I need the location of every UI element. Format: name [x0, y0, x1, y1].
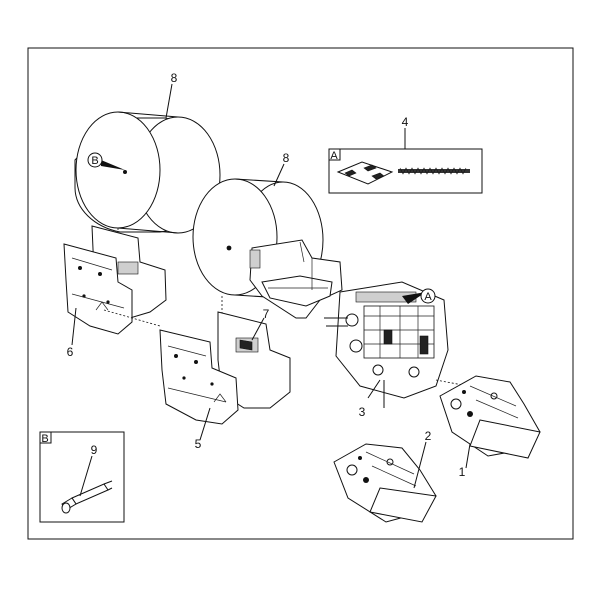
inset-b-box: [39, 431, 125, 523]
inset-b-letter: B: [41, 433, 48, 445]
part-label-2: 2: [425, 429, 432, 443]
printer-mechanism: [324, 281, 469, 408]
part-label-3: 3: [359, 405, 366, 419]
print-unit-right: [439, 375, 541, 469]
svg-text:A: A: [424, 291, 432, 303]
roll-hub-left: [123, 170, 127, 174]
roll-holder-bracket: [249, 239, 343, 319]
part-label-9: 9: [91, 443, 98, 457]
inset-a-box: [328, 128, 483, 194]
part-label-8-left: 8: [171, 71, 178, 85]
part-label-8-center: 8: [283, 151, 290, 165]
callout-a-printer: A: [420, 288, 436, 304]
svg-text:B: B: [91, 155, 98, 167]
print-unit-bottom: [333, 441, 437, 523]
callout-b-roll: B: [87, 152, 103, 168]
diagram-frame: [27, 47, 574, 540]
part-label-1: 1: [459, 465, 466, 479]
part-label-7: 7: [263, 307, 270, 321]
side-plate-center: [159, 311, 291, 441]
paper-roll-left: [74, 111, 221, 255]
roll-shaft: [61, 480, 113, 514]
part-label-6: 6: [67, 345, 74, 359]
part-label-4: 4: [402, 115, 409, 129]
inset-a-letter: A: [330, 150, 338, 162]
part-label-5: 5: [195, 437, 202, 451]
side-plate-left: [63, 225, 167, 346]
